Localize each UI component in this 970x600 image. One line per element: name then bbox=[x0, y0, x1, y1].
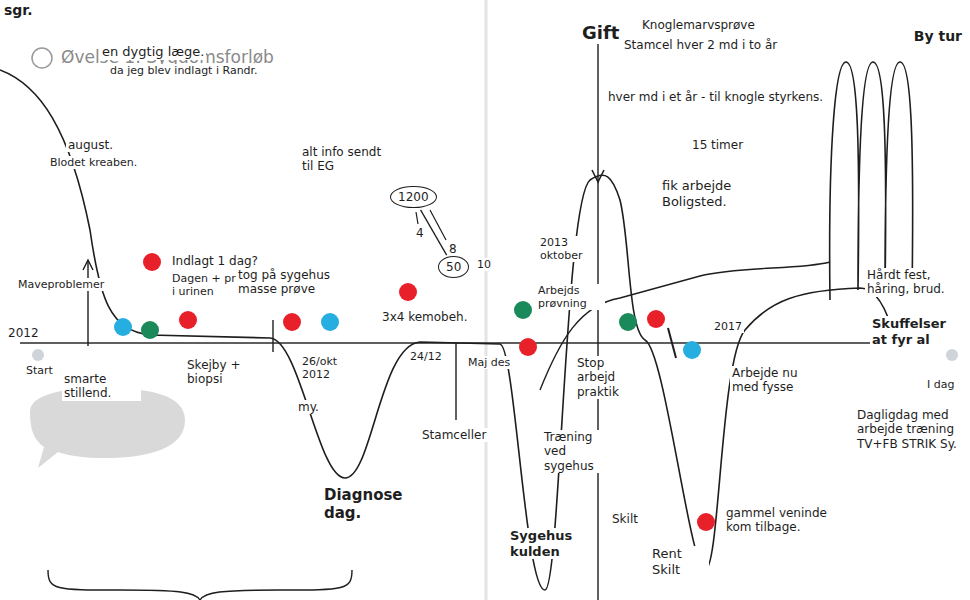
handwritten-note: 2013 oktober bbox=[538, 236, 597, 262]
tick-line bbox=[87, 260, 88, 346]
red-dot bbox=[283, 313, 301, 331]
handwritten-note: Sygehus kulden bbox=[508, 528, 572, 559]
blue-dot bbox=[114, 318, 132, 336]
handwritten-note: 2012 bbox=[6, 326, 41, 340]
handwritten-note: Knoglemarvsprøve bbox=[640, 18, 757, 32]
handwritten-note: 10 bbox=[475, 258, 493, 271]
page-fold bbox=[485, 0, 488, 600]
red-dot bbox=[143, 253, 161, 271]
handwritten-note: Arbejds prøvning bbox=[536, 284, 605, 310]
tick-line bbox=[668, 328, 676, 358]
handwritten-note: Skejby + biopsi bbox=[185, 358, 254, 387]
green-dot bbox=[619, 313, 637, 331]
handwritten-note: 4 bbox=[414, 226, 426, 240]
red-dot bbox=[399, 283, 417, 301]
node-text: 50 bbox=[446, 260, 461, 274]
handwritten-note: gammel veninde kom tilbage. bbox=[724, 506, 848, 535]
red-dot bbox=[697, 513, 715, 531]
marker-line bbox=[597, 22, 598, 600]
handwritten-note: 8 bbox=[447, 242, 459, 256]
handwritten-note: Skuffelser at fyr al bbox=[870, 316, 964, 347]
handwritten-note: Træning ved sygehus bbox=[542, 430, 606, 473]
trip-loops bbox=[830, 62, 913, 300]
handwritten-note: Dagligdag med arbejde træning TV+FB STRI… bbox=[855, 408, 961, 451]
handwritten-note: sgr. bbox=[2, 2, 35, 19]
handwritten-note: en dygtig læge. bbox=[100, 44, 206, 60]
arrow-head bbox=[592, 170, 604, 182]
circled-number: 50 bbox=[438, 256, 469, 278]
handwritten-note: Blodet kreaben. bbox=[48, 156, 139, 169]
handwritten-note: 26/okt 2012 bbox=[300, 355, 359, 381]
handwritten-note: I dag bbox=[925, 378, 956, 391]
branch-line bbox=[430, 210, 446, 240]
handwritten-note: hver md i et år - til knogle styrkens. bbox=[606, 90, 825, 104]
circled-number: 1200 bbox=[390, 186, 437, 208]
handwritten-note: Gift bbox=[580, 22, 621, 44]
tick-line bbox=[455, 343, 456, 420]
handwritten-note: Stamcel hver 2 md i to år bbox=[622, 38, 779, 52]
handwritten-note: august. bbox=[66, 138, 115, 152]
blue-dot bbox=[321, 313, 339, 331]
blue-dot bbox=[683, 341, 701, 359]
handwritten-note: fik arbejde Boligsted. bbox=[660, 178, 759, 209]
handwritten-note: 24/12 bbox=[408, 350, 444, 363]
red-dot bbox=[179, 311, 197, 329]
handwritten-note: 3x4 kemobeh. bbox=[380, 310, 470, 324]
mood-curve bbox=[0, 70, 960, 590]
handwritten-note: da jeg blev indlagt i Randr. bbox=[108, 64, 260, 77]
handwritten-note: Stop arbejd praktik bbox=[575, 356, 639, 399]
bracket bbox=[48, 570, 352, 600]
red-dot bbox=[519, 338, 537, 356]
handwritten-note: 15 timer bbox=[690, 138, 745, 152]
handwritten-note: my. bbox=[296, 400, 321, 414]
handwritten-note: Indlagt 1 dag? bbox=[170, 254, 260, 268]
end-dot bbox=[946, 349, 958, 361]
handwritten-note: alt info sendt til EG bbox=[300, 145, 384, 174]
handwritten-note: Diagnose dag. bbox=[322, 486, 411, 522]
start-dot bbox=[32, 349, 44, 361]
handwritten-note: Rent Skilt bbox=[650, 546, 709, 577]
handwritten-note: Hårdt fest, håring, brud. bbox=[865, 268, 964, 297]
green-dot bbox=[141, 321, 159, 339]
handwritten-note: 2017 bbox=[712, 320, 744, 333]
branch-line bbox=[416, 212, 418, 224]
handwritten-note: Maveproblemer bbox=[16, 278, 106, 291]
tick-line bbox=[272, 320, 273, 352]
handwritten-note: tog på sygehus masse prøve bbox=[236, 268, 335, 297]
handwritten-note: Skilt bbox=[610, 512, 640, 526]
handwritten-note: Maj des bbox=[466, 356, 512, 369]
handwritten-note: Stamceller bbox=[420, 428, 488, 442]
handwritten-note: By tur bbox=[912, 28, 964, 45]
handwritten-note: Arbejde nu med fysse bbox=[730, 366, 804, 395]
arrow-head bbox=[83, 260, 93, 270]
green-dot bbox=[514, 301, 532, 319]
handwritten-note: smarte stillend. bbox=[62, 372, 141, 401]
exercise-icon bbox=[32, 48, 52, 68]
node-text: 1200 bbox=[398, 190, 429, 204]
red-dot bbox=[647, 310, 665, 328]
handwritten-note: Start bbox=[24, 364, 55, 377]
